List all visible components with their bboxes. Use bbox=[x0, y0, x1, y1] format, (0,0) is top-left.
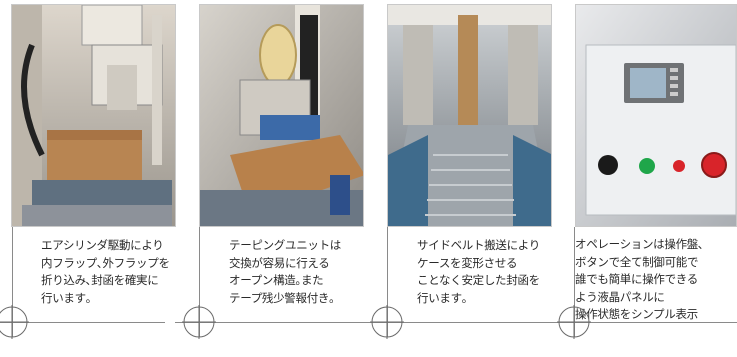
base-line-3 bbox=[362, 322, 552, 323]
side-belt-illustration bbox=[388, 5, 551, 226]
guide-line-4 bbox=[574, 227, 575, 337]
side-belt-photo bbox=[387, 4, 552, 227]
taping-unit-illustration bbox=[200, 5, 363, 226]
air-cylinder-photo bbox=[11, 4, 176, 227]
operation-panel-photo bbox=[575, 4, 737, 227]
guide-line-3 bbox=[387, 227, 388, 337]
operation-panel-illustration bbox=[576, 5, 736, 226]
taping-unit-photo bbox=[199, 4, 364, 227]
panel-4-caption: オペレーションは操作盤､ ボタンで全て制御可能で 誰でも簡単に操作できる よう液… bbox=[575, 237, 704, 321]
guide-line-1 bbox=[12, 227, 13, 337]
panel-3-caption: サイドベルト搬送により ケースを変形させる ことなく安定した封函を 行います｡ bbox=[417, 238, 540, 305]
base-line-4 bbox=[550, 322, 737, 323]
base-line-2 bbox=[175, 322, 365, 323]
registration-mark-3 bbox=[370, 305, 404, 339]
guide-line-2 bbox=[199, 227, 200, 337]
registration-mark-2 bbox=[182, 305, 216, 339]
panel-2-caption: テーピングユニットは 交換が容易に行える オープン構造｡また テープ残少警報付き… bbox=[229, 238, 341, 305]
base-line-1 bbox=[0, 322, 165, 323]
registration-mark-4 bbox=[557, 305, 591, 339]
air-cylinder-illustration bbox=[12, 5, 175, 226]
panel-1-caption: エアシリンダ駆動により 内フラップ､外フラップを 折り込み､封函を確実に 行いま… bbox=[41, 238, 170, 305]
registration-mark-1 bbox=[0, 305, 29, 339]
